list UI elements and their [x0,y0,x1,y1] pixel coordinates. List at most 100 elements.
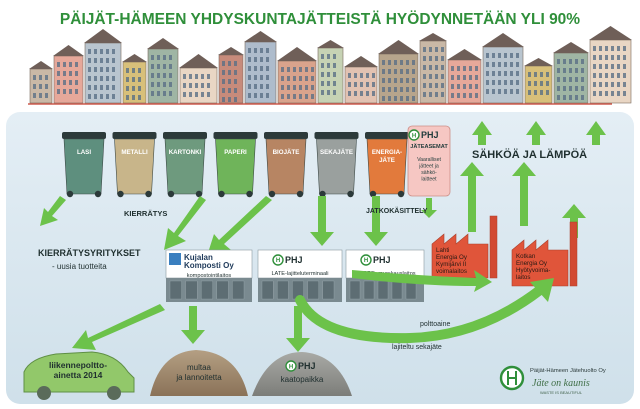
bin-label: PAPERI [224,149,247,156]
kierratys-arrow [40,196,66,226]
kierratysyritykset-label: KIERRÄTYSYRITYKSET [38,248,141,258]
sahko-lampo-label: SÄHKÖÄ JA LÄMPÖÄ [472,148,587,161]
uusia-tuotteita-label: - uusia tuotteita [52,262,107,271]
power-plant-label: Lahti [436,247,449,254]
power-plant-label: voimalaitos [436,268,467,275]
hazard-title: JÄTEASEMAT [410,143,448,150]
building-icon [122,54,147,104]
facility-brand: Kujalan [184,253,213,262]
building-icon [344,56,378,104]
polttoaine-arrowhead [530,278,554,302]
car-icon [23,351,135,393]
soil-mound-icon [150,350,248,396]
svg-text:H: H [364,258,368,264]
kierratys-label: KIERRÄTYS [124,209,167,218]
facility-output-arrows [72,270,492,352]
company-name: Päijät-Hämeen Jätehuolto Oy [530,368,606,374]
landfill-label: kaatopaikka [281,375,324,384]
building-icon [447,49,482,104]
waste-bin-icon: ENERGIA-JÄTE [365,132,409,198]
waste-bin-icon: KARTONKI [163,132,207,198]
power-plant-label: laitos [516,274,530,281]
hazard-desc: laitteet [421,177,437,183]
waste-bin-icon: SEKAJÄTE [314,132,359,198]
facility-brand: PHJ [285,255,303,265]
car-output: liikennepoltto-ainetta 2014 [23,351,135,400]
facility-brand: Komposti Oy [184,261,234,270]
phj-logo-icon [408,129,420,141]
page-title: PÄIJÄT-HÄMEEN YHDYSKUNTAJÄTTEISTÄ HYÖDYN… [60,11,580,28]
building-icon [378,40,419,104]
hazard-brand: PHJ [421,130,439,140]
landfill-output: H PHJ kaatopaikka [252,352,352,396]
company-slogan: Jäte on kaunis [532,378,590,389]
building-icon [29,61,53,104]
building-icon [419,33,447,104]
phj-logo-icon [272,254,284,266]
power-plant-label: Energia Oy [436,254,468,261]
car-output-label: liikennepoltto- [49,360,107,370]
bin-label: METALLI [121,149,148,156]
facility-caption: kompostointilaitos [187,273,232,279]
bin-label: BIOJÄTE [273,149,300,156]
car-output-label: ainetta 2014 [54,370,103,380]
building-icon [84,29,122,104]
building-icon [277,47,317,104]
facility-brand: PHJ [373,255,391,265]
waste-bin-icon: METALLI [112,132,157,198]
building-icon [524,58,553,104]
waste-bin-icon: PAPERI [213,132,258,198]
city-skyline-illustration [29,26,632,104]
building-icon [147,38,179,104]
landfill-mound-icon [252,352,352,396]
svg-text:H: H [276,258,280,264]
phj-logo-icon [360,254,372,266]
power-plant-label: Energia Oy [516,260,548,267]
building-icon [317,40,344,104]
bin-label: SEKAJÄTE [320,149,353,156]
landfill-brand: PHJ [298,361,316,371]
building-icon [553,42,589,104]
lajiteltu-sekajate-label: lajiteltu sekajäte [392,344,442,351]
jatkokasittely-label: JATKOKÄSITTELY [366,207,428,215]
hazard-desc: sähkö- [421,170,437,176]
building-icon [482,33,524,104]
building-icon [179,54,218,104]
phj-logo-icon [285,360,297,372]
building-icon [53,45,84,104]
hazard-desc: Vaaralliset [417,157,441,163]
bin-label: LASI [77,149,91,156]
soil-output-label: ja lannoitetta [175,373,222,382]
bin-label: ENERGIA- [372,149,402,156]
power-plant-label: Kotkan [516,253,536,260]
company-logo: Päijät-Hämeen Jätehuolto Oy Jäte on kaun… [499,365,606,395]
power-plant-label: Hyötyvoima- [516,267,550,274]
company-slogan-sub: WASTE IS BEAUTIFUL [540,390,583,395]
heat-power-arrows [460,121,606,238]
waste-bin-icon: BIOJÄTE [264,132,308,198]
building-icon [244,31,277,104]
svg-text:H: H [289,365,293,371]
polttoaine-arrow [295,285,545,344]
polttoaine-label: polttoaine [420,321,450,328]
soil-output-label: multaa [187,363,212,372]
building-icon [589,26,632,104]
bin-flow-arrows [164,196,437,256]
building-icon [218,47,244,104]
waste-bins: LASI METALLI KARTONKI PAPERI BIOJÄTE SEKAJÄTE… [62,132,409,198]
facility-building: H PHJ LATE-lajitteluterminaali [257,249,343,302]
hazard-desc: jätteet ja [418,164,439,170]
waste-bin-icon: LASI [62,132,106,198]
facility-caption: LATE-lajitteluterminaali [271,271,328,277]
bin-label: KARTONKI [169,149,202,156]
bin-label: JÄTE [379,157,395,164]
